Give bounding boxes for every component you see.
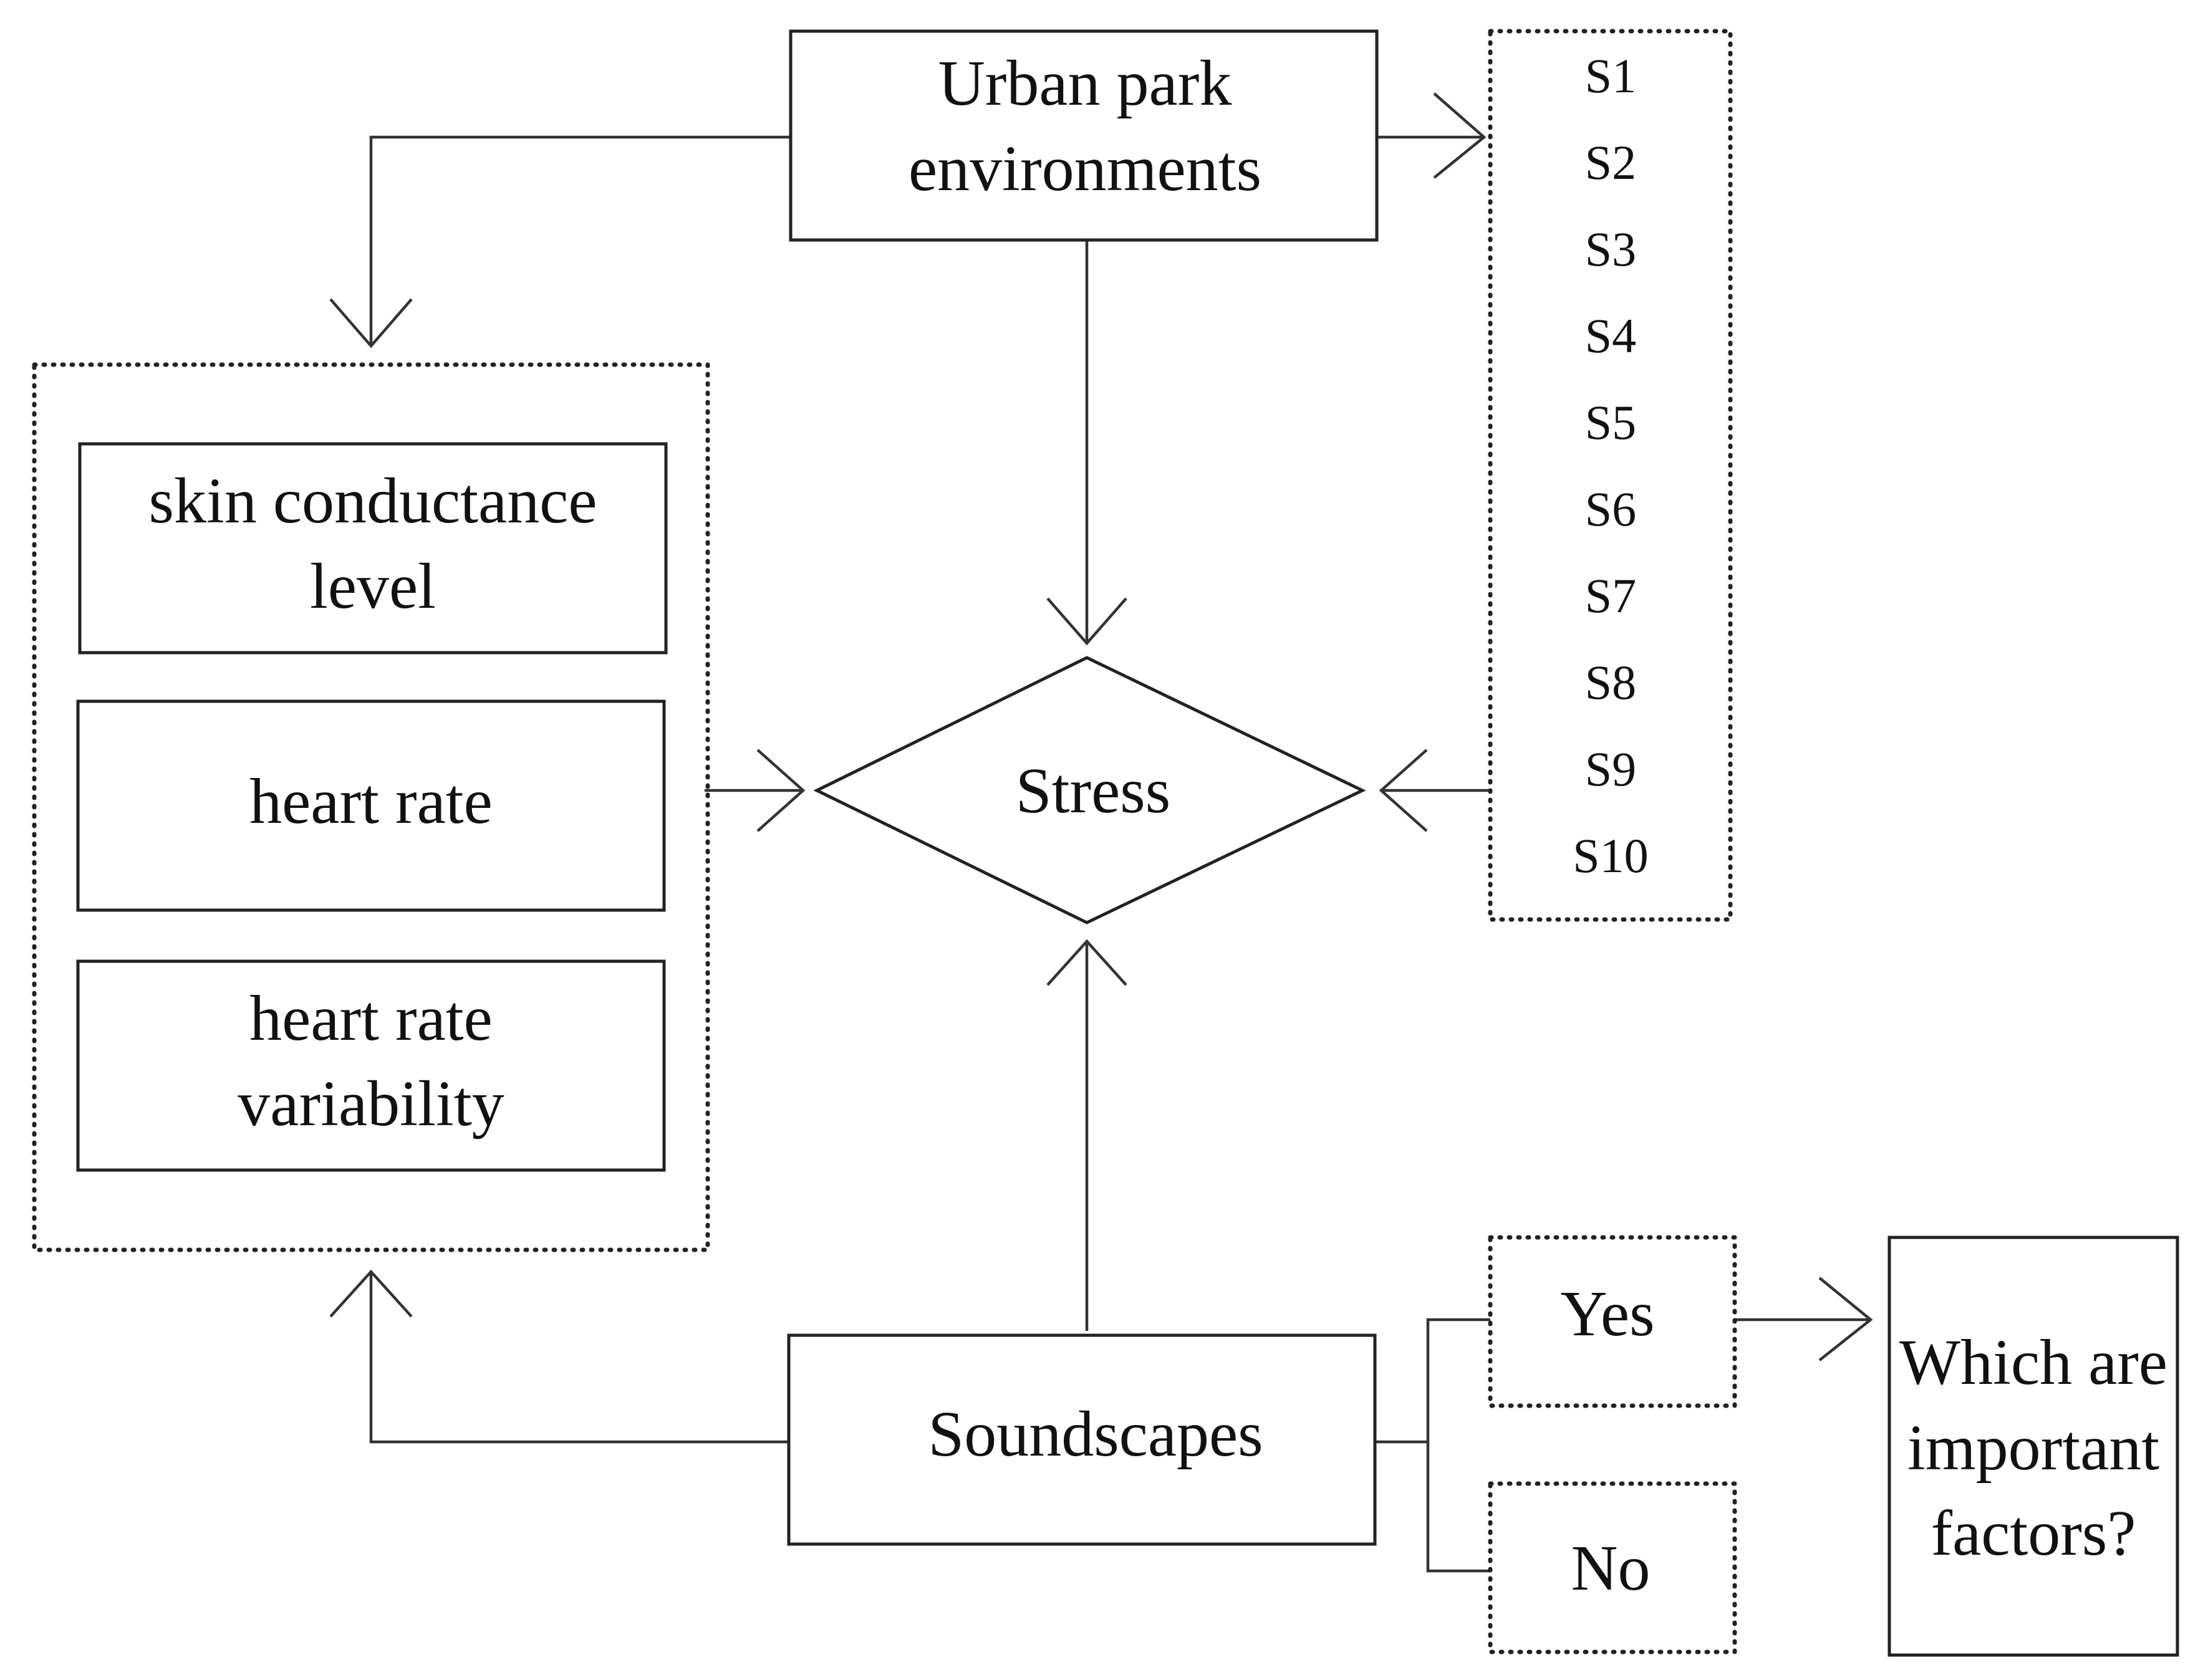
site-label: S2 bbox=[1585, 135, 1636, 190]
stress-label: Stress bbox=[1016, 755, 1170, 827]
question-line-1: Which are bbox=[1899, 1327, 2167, 1398]
site-label: S9 bbox=[1585, 742, 1636, 796]
question-node: Which are important factors? bbox=[1887, 1236, 2179, 1657]
arrowhead-measures-bottom bbox=[329, 1269, 413, 1318]
question-line-3: factors? bbox=[1930, 1497, 2136, 1569]
connector-soundscapes-branch bbox=[1375, 1318, 1490, 1444]
hrv-line-1: heart rate bbox=[249, 982, 493, 1054]
stress-node: Stress bbox=[813, 656, 1366, 924]
arrowhead-measures-top bbox=[329, 298, 413, 348]
yes-node: Yes bbox=[1488, 1235, 1737, 1408]
urban-park-line-2: environments bbox=[909, 133, 1261, 204]
urban-park-line-1: Urban park bbox=[938, 47, 1232, 119]
physiological-measures-group: skin conductance level heart rate heart … bbox=[32, 362, 710, 1252]
hrv-node: heart rate variability bbox=[76, 959, 666, 1172]
skin-conductance-line-1: skin conductance bbox=[148, 465, 597, 537]
connectors bbox=[329, 92, 1873, 1573]
yes-label: Yes bbox=[1560, 1278, 1654, 1350]
site-label: S7 bbox=[1585, 569, 1636, 623]
urban-park-node: Urban park environments bbox=[789, 29, 1379, 242]
no-node: No bbox=[1488, 1481, 1737, 1654]
arrowhead-stress-right bbox=[1379, 749, 1428, 832]
heart-rate-label: heart rate bbox=[249, 766, 493, 837]
connector-soundscapes-to-measures bbox=[369, 1272, 789, 1444]
arrowhead-sites bbox=[1433, 92, 1487, 179]
soundscapes-label: Soundscapes bbox=[928, 1398, 1263, 1470]
skin-conductance-node: skin conductance level bbox=[78, 442, 668, 655]
arrowhead-question bbox=[1818, 1277, 1873, 1361]
site-label: S6 bbox=[1585, 482, 1636, 536]
question-line-2: important bbox=[1907, 1412, 2159, 1484]
site-label: S3 bbox=[1585, 222, 1636, 276]
site-label: S8 bbox=[1585, 655, 1636, 709]
connector-park-to-measures bbox=[369, 135, 791, 346]
heart-rate-node: heart rate bbox=[76, 699, 666, 912]
arrowhead-stress-top bbox=[1046, 597, 1127, 646]
site-label: S4 bbox=[1585, 309, 1636, 363]
no-label: No bbox=[1571, 1532, 1650, 1604]
site-label: S1 bbox=[1585, 49, 1636, 103]
site-label: S10 bbox=[1573, 828, 1648, 883]
soundscapes-node: Soundscapes bbox=[787, 1333, 1377, 1546]
connector-to-no bbox=[1426, 1442, 1490, 1573]
hrv-line-2: variability bbox=[238, 1068, 504, 1140]
arrowhead-stress-bottom bbox=[1046, 939, 1127, 986]
site-label: S5 bbox=[1585, 395, 1636, 449]
arrowhead-stress-left bbox=[756, 749, 806, 832]
skin-conductance-line-2: level bbox=[310, 550, 436, 622]
sites-group: S1 S2 S3 S4 S5 S6 S7 S8 S9 S10 bbox=[1488, 29, 1733, 922]
